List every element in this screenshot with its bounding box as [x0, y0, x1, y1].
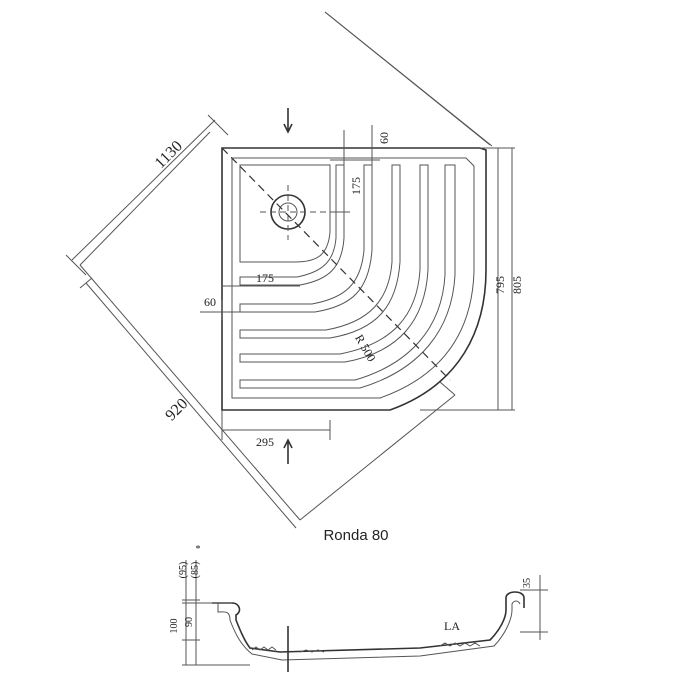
- step-arc-5: [239, 164, 345, 286]
- step-arc-1: [239, 164, 456, 389]
- tray-rim: [231, 157, 475, 399]
- diagonal-axis: [221, 147, 451, 381]
- section-label-la: LA: [444, 619, 460, 633]
- section-label-95: (95): [178, 562, 189, 579]
- corner-tick: [439, 381, 456, 396]
- dim-label-1130: 1130: [152, 138, 186, 172]
- step-arc-4: [239, 164, 373, 313]
- dim-lines-top: [330, 125, 380, 215]
- section-label-85: (85): [190, 562, 201, 579]
- dim-line-920: [79, 277, 297, 529]
- section-dim-right: [520, 575, 548, 640]
- drain-centerline: [260, 185, 330, 240]
- section-profile: [212, 591, 525, 653]
- dim-label-60-left: 60: [204, 295, 216, 309]
- dim-lines-right: [420, 147, 515, 411]
- section-arrow-top: [283, 108, 293, 134]
- dim-label-175-top: 175: [349, 177, 363, 195]
- dim-line-1130: [65, 114, 229, 276]
- tray-outline: [221, 147, 487, 411]
- dim-label-805: 805: [510, 276, 524, 294]
- model-caption: Ronda 80: [323, 527, 389, 544]
- dim-label-795: 795: [493, 276, 507, 294]
- diamond-right-edge: [324, 11, 493, 147]
- step-arc-2: [239, 164, 429, 363]
- section-label-asterisk: *: [196, 544, 201, 555]
- step-arc-3: [239, 164, 401, 339]
- step-inner-corner: [239, 164, 331, 263]
- section-label-100: 100: [169, 619, 180, 634]
- dim-lines-left: [200, 285, 300, 320]
- dim-lines-bottom: [221, 410, 331, 440]
- section-profile-inner: [217, 600, 521, 661]
- section-arrow-bottom: [283, 438, 293, 464]
- plan-view: 1130 920 795 805 60 175 175 60 R 500 295: [65, 11, 524, 529]
- dim-label-175-left: 175: [256, 271, 274, 285]
- dim-label-60-top: 60: [377, 132, 391, 144]
- dim-label-295: 295: [256, 435, 274, 449]
- section-view: (95) (85) * 100 90 35 LA: [169, 544, 548, 672]
- dim-label-920: 920: [162, 395, 191, 424]
- section-texture: [251, 642, 481, 653]
- section-label-35: 35: [522, 578, 533, 588]
- section-dim-left: [182, 560, 250, 666]
- section-label-90: 90: [184, 617, 195, 627]
